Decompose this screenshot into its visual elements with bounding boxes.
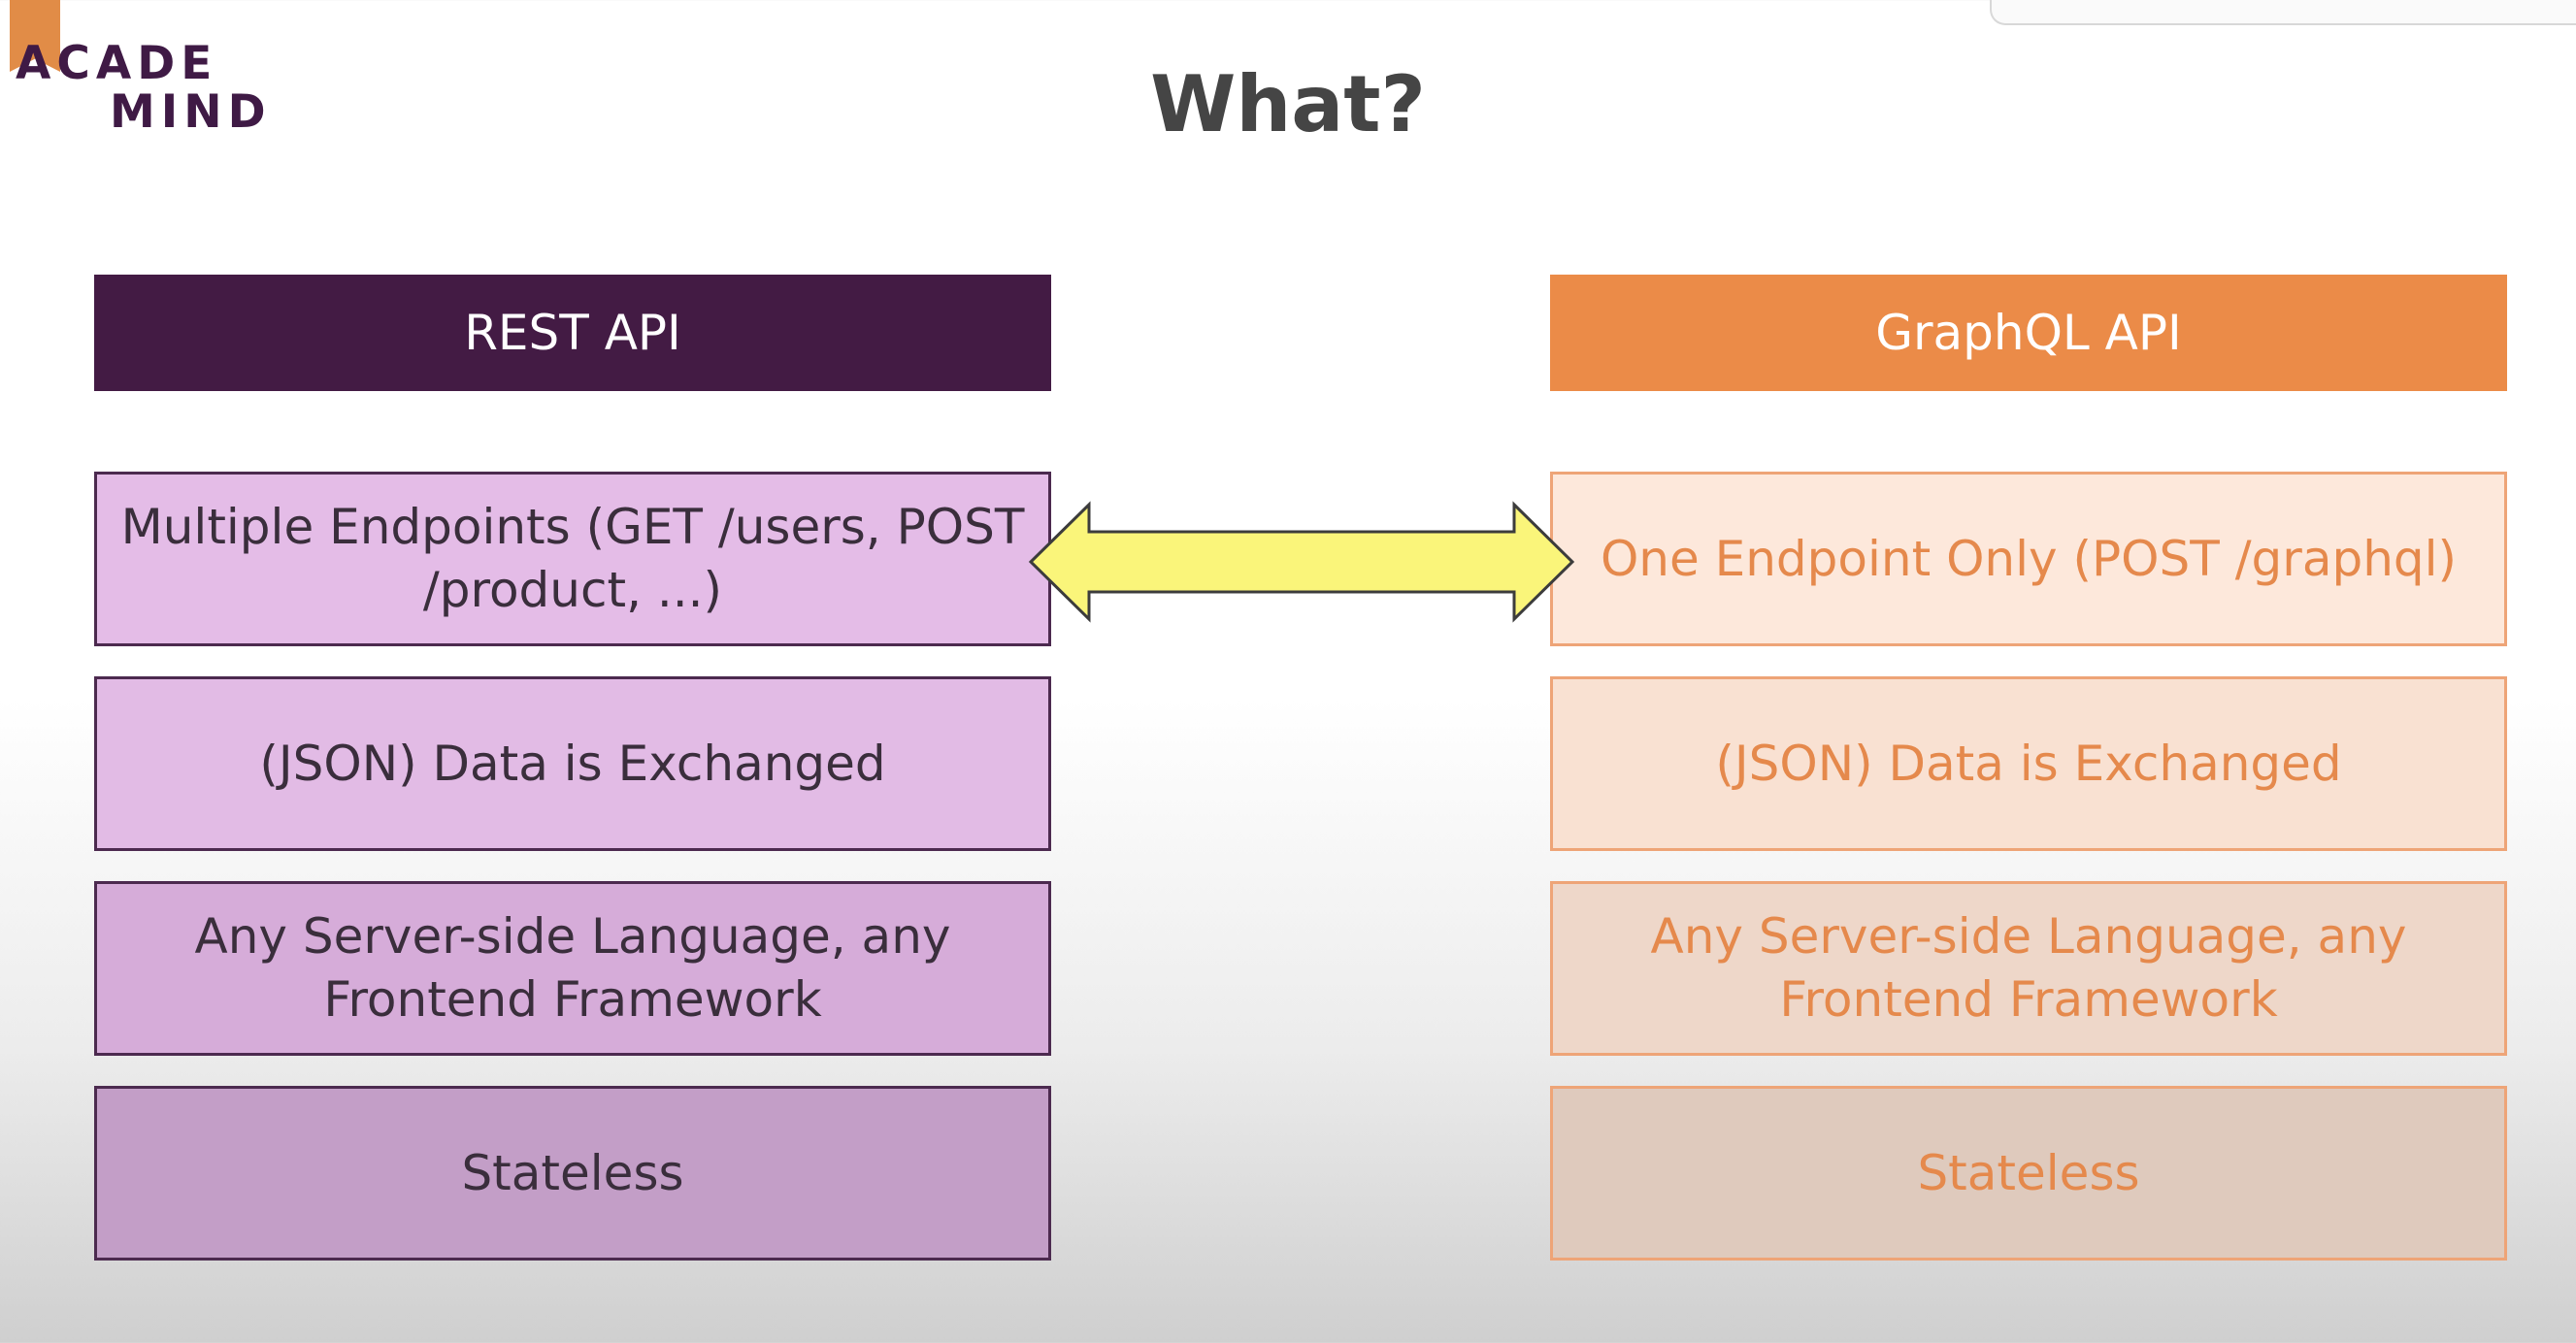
top-bar-edge <box>1990 0 2576 25</box>
rest-item-stateless: Stateless <box>94 1086 1051 1261</box>
logo-text-line-1: ACADE <box>16 37 218 90</box>
slide-title: What? <box>1150 59 1426 149</box>
double-arrow-icon <box>1028 501 1575 623</box>
graphql-item-json: (JSON) Data is Exchanged <box>1550 676 2507 851</box>
rest-item-language: Any Server-side Language, any Frontend F… <box>94 881 1051 1056</box>
academind-logo: ACADE MIND <box>10 0 266 136</box>
graphql-item-language: Any Server-side Language, any Frontend F… <box>1550 881 2507 1056</box>
graphql-item-stateless: Stateless <box>1550 1086 2507 1261</box>
rest-item-endpoints: Multiple Endpoints (GET /users, POST /pr… <box>94 472 1051 646</box>
logo-text-line-2: MIND <box>110 85 272 139</box>
rest-item-json: (JSON) Data is Exchanged <box>94 676 1051 851</box>
graphql-item-endpoint: One Endpoint Only (POST /graphql) <box>1550 472 2507 646</box>
graphql-api-header: GraphQL API <box>1550 275 2507 391</box>
rest-api-header: REST API <box>94 275 1051 391</box>
